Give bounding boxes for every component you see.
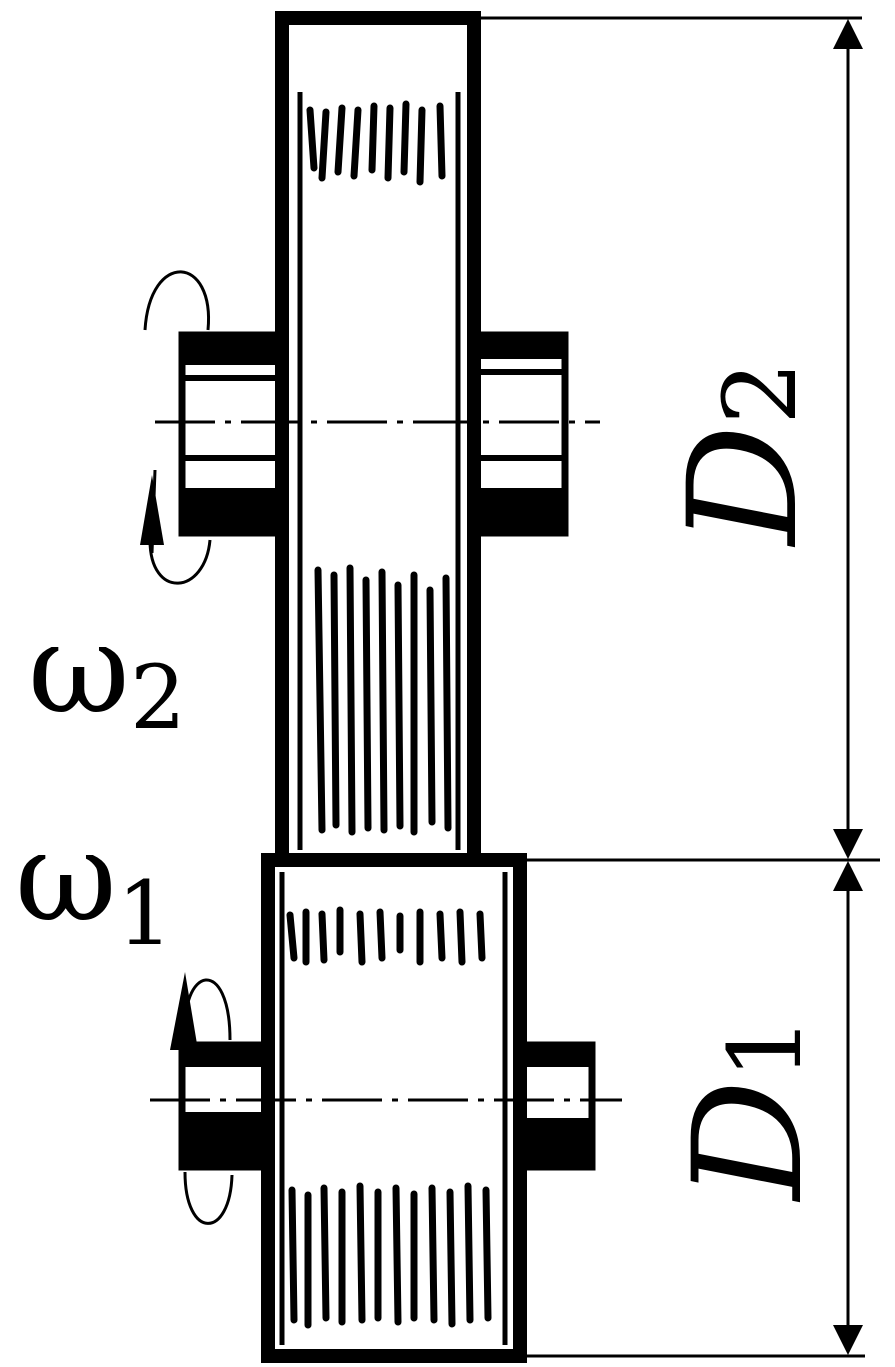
small-gear-teeth-bottom (288, 1182, 492, 1329)
large-gear-teeth-top (306, 100, 446, 186)
d1-label: D1 (662, 1016, 836, 1203)
omega1-label: ω1 (15, 805, 173, 965)
rotation-arrow-omega1 (170, 972, 234, 1225)
d2-label: D2 (657, 361, 831, 548)
small-gear (178, 853, 596, 1363)
omega2-label: ω2 (28, 597, 186, 749)
small-gear-teeth-top (286, 906, 486, 966)
large-gear-teeth-bottom (314, 564, 452, 836)
rotation-arrow-omega2 (140, 270, 212, 585)
dimension-lines (474, 16, 880, 1358)
large-gear (178, 11, 569, 867)
